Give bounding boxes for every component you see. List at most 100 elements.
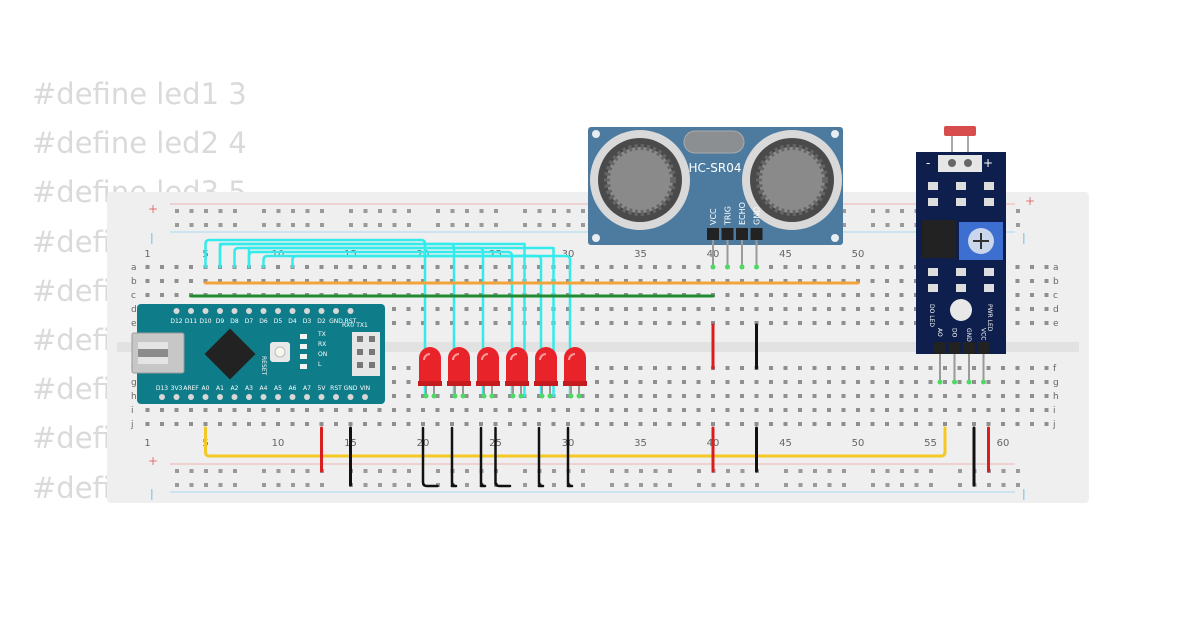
terminal-hole [812, 422, 817, 426]
rail-hole [465, 223, 469, 227]
terminal-hole [537, 422, 541, 426]
rail-hole [537, 209, 542, 213]
terminal-hole [348, 422, 353, 426]
nano-pin-pad [231, 394, 238, 400]
terminal-hole [218, 279, 222, 283]
rail-hole [305, 223, 310, 227]
column-number-45: 45 [779, 438, 792, 449]
nano-pin-pad [362, 394, 368, 400]
terminal-hole [406, 394, 411, 398]
rail-hole [1016, 209, 1020, 213]
terminal-hole [145, 408, 150, 412]
terminal-hole [972, 394, 976, 398]
nano-pin-label-D6: D6 [259, 318, 268, 325]
terminal-hole [885, 394, 889, 398]
rail-hole [610, 469, 614, 473]
rail-hole [450, 209, 455, 213]
terminal-hole [421, 394, 425, 398]
terminal-hole [145, 279, 150, 283]
terminal-hole [798, 408, 802, 412]
rail-hole [218, 483, 223, 487]
led-highlight [510, 353, 518, 361]
board-led [300, 344, 307, 349]
terminal-hole [1015, 279, 1020, 283]
terminal-hole [566, 279, 570, 283]
terminal-hole [160, 279, 164, 283]
terminal-hole [522, 422, 527, 426]
row-letter-b: b [131, 277, 137, 287]
rail-hole [320, 483, 324, 487]
row-letter-f: f [1053, 364, 1057, 374]
icsp-pin [357, 349, 363, 355]
nano-pin-label-3V3: 3V3 [171, 385, 183, 392]
terminal-hole [537, 307, 541, 311]
terminal-hole [870, 321, 875, 325]
nano-pin-label-RST: RST [330, 385, 342, 392]
rail-hole [363, 223, 368, 227]
rail-hole [537, 223, 542, 227]
terminal-hole [464, 307, 469, 311]
terminal-hole [1030, 279, 1034, 283]
rail-hole [1016, 469, 1020, 473]
terminal-hole [508, 394, 512, 398]
rail-hole [842, 223, 846, 227]
terminal-hole [1015, 422, 1020, 426]
terminal-hole [348, 408, 353, 412]
rail-minus-mark: | [150, 231, 154, 244]
terminal-hole [566, 422, 570, 426]
led-highlight [539, 353, 547, 361]
icsp-pin [357, 336, 363, 342]
terminal-hole [1044, 293, 1049, 297]
rail-hole [929, 469, 933, 473]
terminal-hole [899, 408, 904, 412]
terminal-hole [899, 422, 904, 426]
rail-hole [479, 223, 484, 227]
ldr-pin-label-DO: DO [951, 328, 958, 338]
terminal-hole [957, 366, 962, 370]
terminal-hole [392, 321, 396, 325]
terminal-hole [1015, 366, 1020, 370]
rail-hole [871, 209, 875, 213]
smd-component [984, 284, 994, 292]
rail-hole [958, 483, 962, 487]
terminal-hole [1001, 394, 1005, 398]
terminal-hole [914, 380, 918, 384]
terminal-hole [580, 279, 585, 283]
wires [189, 238, 990, 488]
terminal-hole [290, 422, 295, 426]
terminal-hole [537, 265, 541, 269]
terminal-hole [377, 408, 382, 412]
terminal-hole [841, 293, 846, 297]
column-number-15: 15 [344, 249, 357, 260]
terminal-hole [711, 422, 715, 426]
terminal-hole [1030, 366, 1034, 370]
terminal-hole [580, 265, 585, 269]
terminal-hole [595, 422, 599, 426]
row-letter-c: c [1053, 291, 1058, 301]
terminal-hole [798, 422, 802, 426]
terminal-hole [856, 394, 860, 398]
hc-sr04-sensor [588, 127, 843, 270]
terminal-hole [1030, 307, 1034, 311]
terminal-hole [508, 408, 512, 412]
terminal-hole [885, 422, 889, 426]
terminal-hole [769, 321, 773, 325]
rail-hole [175, 469, 179, 473]
arduino-nano [131, 304, 385, 404]
terminal-hole [711, 279, 715, 283]
nano-pin-label-D4: D4 [288, 318, 297, 325]
column-number-35: 35 [634, 438, 647, 449]
terminal-hole [638, 408, 643, 412]
terminal-hole [537, 321, 541, 325]
nano-pin-label-AREF: AREF [183, 385, 199, 392]
terminal-hole [885, 279, 889, 283]
terminal-hole [1044, 265, 1049, 269]
led-pin-dot [481, 393, 487, 399]
terminal-hole [609, 265, 614, 269]
terminal-hole [276, 422, 280, 426]
terminal-hole [725, 321, 730, 325]
yellow-wire [204, 426, 947, 458]
ldr-led-label-1: PWR LED [986, 304, 993, 332]
nano-pin-label-TX1: TX1 [355, 322, 368, 329]
nano-pin-label-A3: A3 [245, 385, 253, 392]
